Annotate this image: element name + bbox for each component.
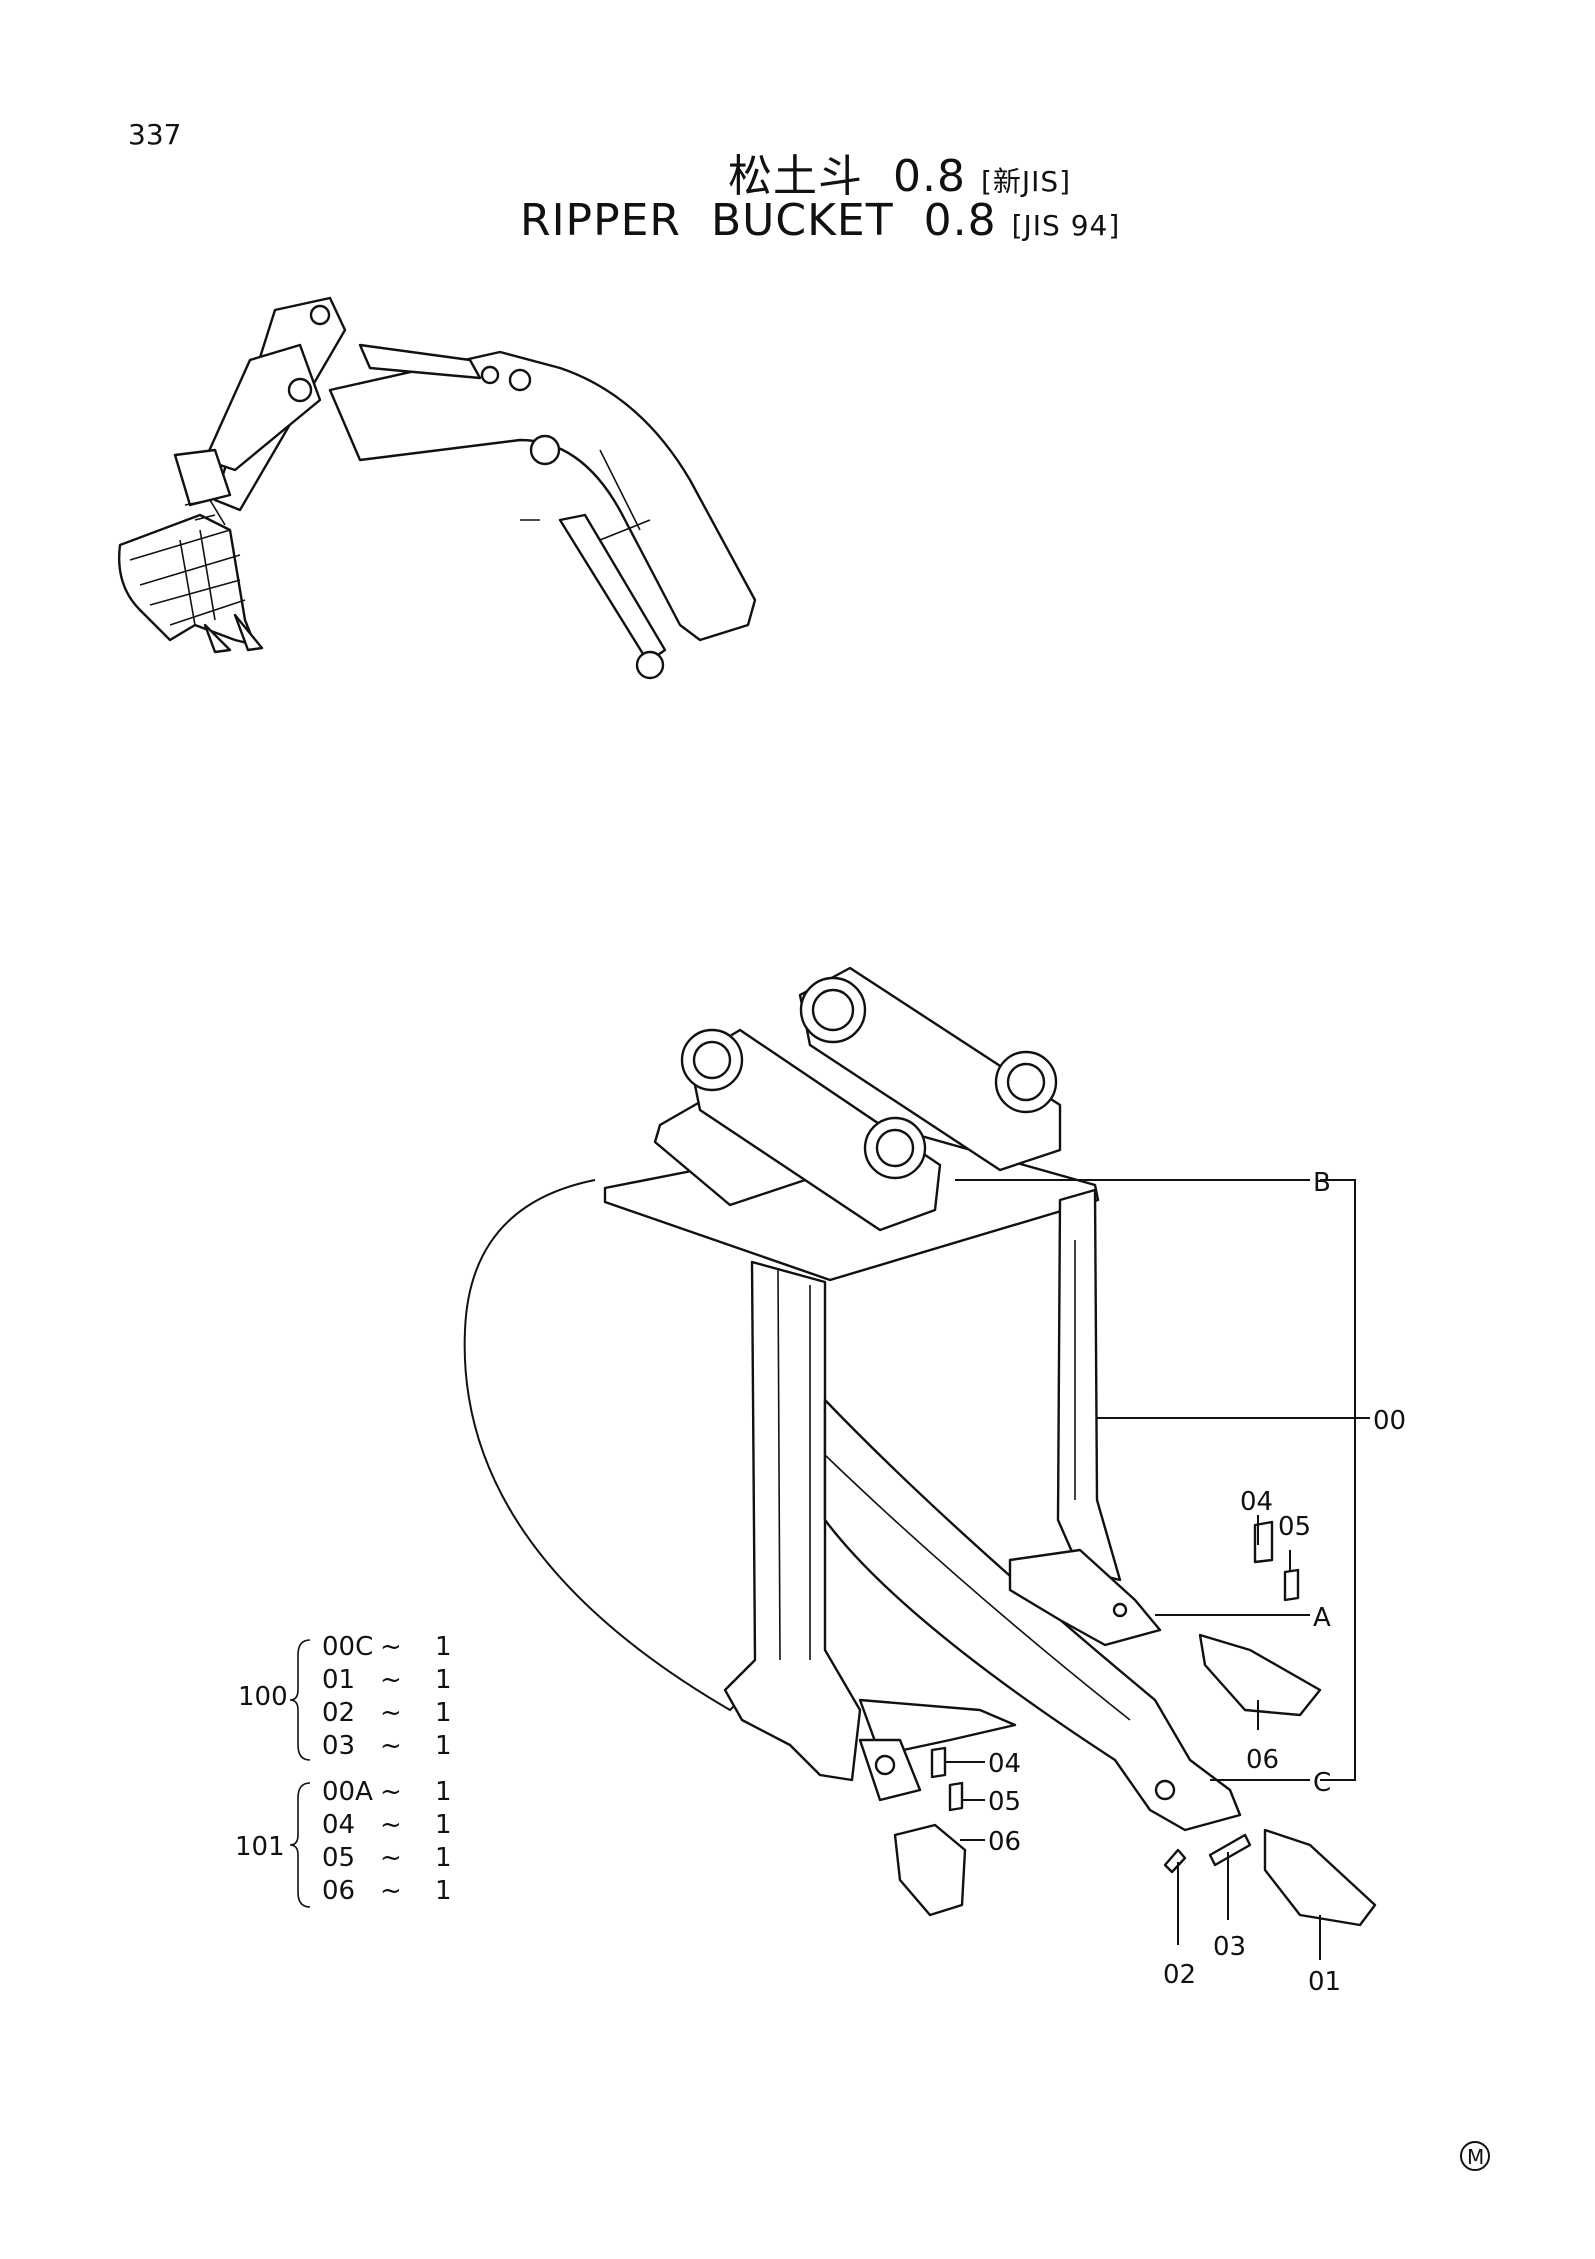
page-number: 337 [128, 118, 182, 151]
row-qty: 1 [435, 1876, 452, 1906]
callout-00: 00 [1373, 1406, 1406, 1436]
row-qty: 1 [435, 1731, 452, 1761]
callout-b: B [1313, 1168, 1331, 1198]
row-sep: ~ [380, 1665, 402, 1695]
row-part: 00C [322, 1632, 373, 1662]
row-sep: ~ [380, 1698, 402, 1728]
title-en-main: RIPPER BUCKET [520, 195, 894, 246]
title-english: RIPPER BUCKET 0.8 [JIS 94] [520, 195, 1120, 246]
row-sep: ~ [380, 1632, 402, 1662]
row-part: 00A [322, 1777, 373, 1807]
callout-04-top: 04 [1240, 1487, 1273, 1517]
callout-a: A [1313, 1603, 1331, 1633]
title-en-standard: [JIS 94] [1011, 209, 1121, 242]
row-part: 04 [322, 1810, 355, 1840]
row-sep: ~ [380, 1843, 402, 1873]
row-qty: 1 [435, 1632, 452, 1662]
row-qty: 1 [435, 1698, 452, 1728]
row-qty: 1 [435, 1665, 452, 1695]
callout-04-left: 04 [988, 1749, 1021, 1779]
group-id: 101 [235, 1832, 285, 1862]
callout-c: C [1313, 1768, 1331, 1798]
group-id: 100 [238, 1682, 288, 1712]
row-part: 01 [322, 1665, 355, 1695]
row-sep: ~ [380, 1810, 402, 1840]
title-cn-main: 松土斗 [728, 151, 863, 202]
callout-05-top: 05 [1278, 1512, 1311, 1542]
callout-06-mid: 06 [1246, 1745, 1279, 1775]
callout-05-left: 05 [988, 1787, 1021, 1817]
row-sep: ~ [380, 1731, 402, 1761]
tooth-top [1198, 1633, 1322, 1717]
title-en-size: 0.8 [923, 195, 997, 246]
title-cn-size: 0.8 [892, 151, 966, 202]
excavator-arm-illustration [118, 296, 757, 680]
row-qty: 1 [435, 1810, 452, 1840]
callout-01: 01 [1308, 1967, 1341, 1997]
tooth-left [893, 1823, 967, 1917]
tooth-bottom [1263, 1828, 1377, 1927]
row-sep: ~ [380, 1777, 402, 1807]
row-part: 06 [322, 1876, 355, 1906]
row-sep: ~ [380, 1876, 402, 1906]
row-part: 02 [322, 1698, 355, 1728]
leader-lines [945, 1179, 1370, 1960]
row-qty: 1 [435, 1777, 452, 1807]
title-cn-standard: [新JIS] [980, 165, 1072, 198]
callout-03: 03 [1213, 1932, 1246, 1962]
row-part: 05 [322, 1843, 355, 1873]
group-100: 100 00C ~ 1 01 ~ 1 02 ~ 1 03 ~ 1 [238, 1632, 452, 1761]
callout-02: 02 [1163, 1960, 1196, 1990]
group-101: 101 00A ~ 1 04 ~ 1 05 ~ 1 06 ~ 1 [235, 1777, 452, 1908]
title-chinese: 松土斗 0.8 [新JIS] [728, 140, 1071, 204]
mark-letter: M [1467, 2145, 1484, 2169]
callout-06-left: 06 [988, 1827, 1021, 1857]
row-part: 03 [322, 1731, 355, 1761]
circled-m-mark: M [1460, 2141, 1490, 2171]
ripper-bucket-illustration [463, 966, 1377, 1927]
row-qty: 1 [435, 1843, 452, 1873]
